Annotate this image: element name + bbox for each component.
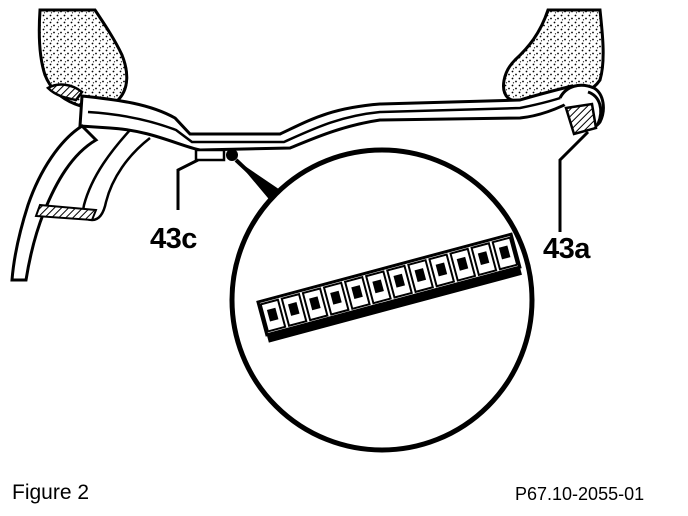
- rim-spoke-hatch: [34, 203, 98, 222]
- weight-segment-marking: [393, 273, 405, 288]
- weight-segment-marking: [351, 285, 363, 299]
- weight-segment-marking: [477, 251, 490, 266]
- rim-body: [78, 84, 580, 152]
- weight-segment-marking: [372, 279, 384, 294]
- leader-line-43c: [176, 158, 199, 210]
- weight-segment-marking: [330, 290, 342, 305]
- callout-43c: 43c: [150, 223, 197, 255]
- weight-segment-marking: [435, 262, 448, 277]
- weight-segment-marking: [456, 256, 469, 271]
- rim-spoke: [10, 124, 99, 282]
- rim-spoke-inner: [82, 129, 151, 222]
- weight-detail-marker: [226, 149, 238, 161]
- leader-line-43a: [558, 130, 590, 232]
- weight-strip-base: [266, 267, 522, 343]
- clip-on-wheel-weight-icon: [564, 102, 598, 136]
- weight-segment-marking: [266, 307, 279, 322]
- left-bead-hatch: [45, 83, 84, 102]
- clip-spring: [587, 90, 603, 125]
- weight-segment-marking: [288, 302, 300, 316]
- weight-segment-marking: [414, 268, 427, 282]
- weight-segment-marking: [309, 296, 321, 311]
- mounted-weight-block: [194, 148, 226, 162]
- rim-inner-line: [87, 92, 573, 144]
- figure-reference-code: P67.10-2055-01: [515, 484, 645, 504]
- weight-segment-marking: [498, 245, 511, 260]
- left-tire-bead: [37, 8, 129, 110]
- callout-43a: 43a: [543, 233, 590, 265]
- adhesive-wheel-weight-strip-icon: [256, 232, 522, 343]
- figure-caption: Figure 2: [12, 481, 90, 504]
